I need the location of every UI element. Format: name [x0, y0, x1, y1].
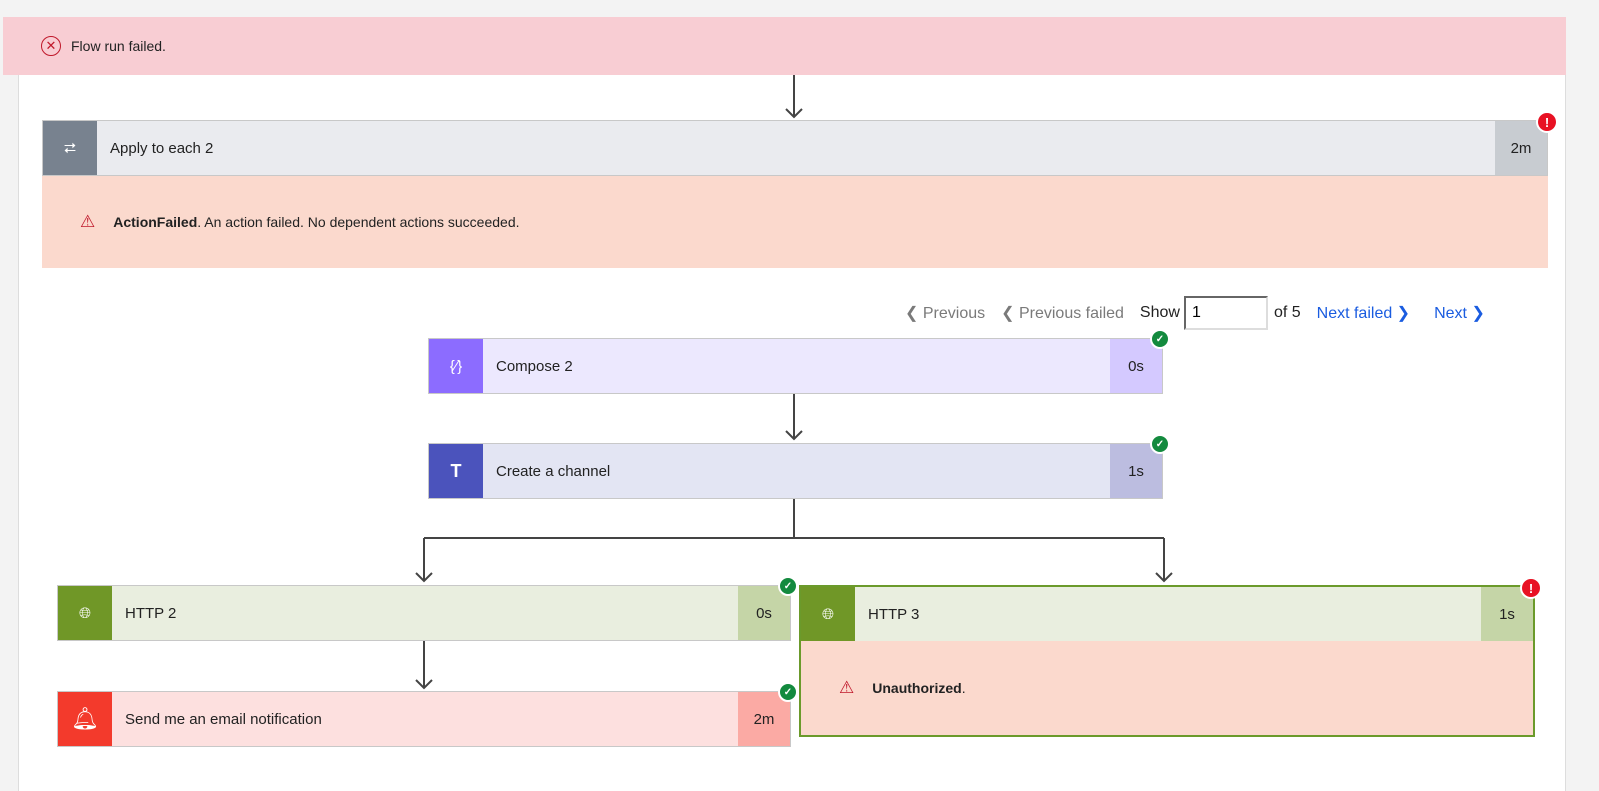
error-code: Unauthorized: [872, 680, 962, 696]
action-title: Send me an email notification: [125, 710, 322, 728]
previous-failed-button[interactable]: ❮ Previous failed: [1001, 305, 1124, 322]
action-title: Create a channel: [496, 462, 611, 480]
action-http-2[interactable]: 🌐︎ HTTP 2 0s: [57, 585, 791, 641]
success-check-icon: ✓: [778, 682, 798, 702]
globe-icon: 🌐︎: [58, 586, 112, 640]
iteration-count: of 5: [1273, 304, 1301, 321]
loop-error: ⚠ ActionFailed. An action failed. No dep…: [42, 176, 1548, 268]
show-label: Show: [1139, 304, 1180, 321]
loop-duration: 2m: [1495, 121, 1547, 175]
iteration-pager: ❮ Previous ❮ Previous failed Show of 5 N…: [905, 296, 1485, 330]
error-circle-icon: ✕: [41, 36, 61, 56]
action-duration: 2m: [738, 692, 790, 746]
action-title: HTTP 2: [125, 604, 177, 622]
success-check-icon: ✓: [778, 576, 798, 596]
action-send-email[interactable]: 🔔︎ Send me an email notification 2m: [57, 691, 791, 747]
compose-icon: {⁄}: [429, 339, 483, 393]
action-duration: 0s: [1110, 339, 1162, 393]
failed-status-icon: !: [1520, 577, 1542, 599]
success-check-icon: ✓: [1150, 434, 1170, 454]
failed-status-icon: !: [1536, 111, 1558, 133]
action-create-channel[interactable]: T Create a channel 1s: [428, 443, 1163, 499]
next-failed-button[interactable]: Next failed ❯: [1316, 305, 1411, 322]
arrow: [785, 393, 803, 441]
loop-title: Apply to each 2: [110, 139, 214, 157]
action-title: Compose 2: [496, 357, 573, 375]
arrow: [785, 75, 803, 119]
branch-connector: [415, 498, 1173, 583]
warning-icon: ⚠: [80, 212, 96, 231]
action-duration: 0s: [738, 586, 790, 640]
success-check-icon: ✓: [1150, 329, 1170, 349]
loop-card[interactable]: ⮂ Apply to each 2 2m: [42, 120, 1548, 176]
error-text: .: [961, 680, 966, 696]
next-button[interactable]: Next ❯: [1434, 305, 1485, 322]
action-error: ⚠ Unauthorized.: [801, 641, 1533, 735]
error-text: . An action failed. No dependent actions…: [197, 214, 520, 230]
previous-button[interactable]: ❮ Previous: [905, 305, 986, 322]
warning-icon: ⚠: [839, 678, 855, 697]
teams-icon: T: [429, 444, 483, 498]
banner-message: Flow run failed.: [71, 38, 166, 54]
action-http-3[interactable]: 🌐︎ HTTP 3 1s ⚠ Unauthorized.: [799, 585, 1535, 737]
iteration-input[interactable]: [1183, 296, 1268, 330]
action-compose-2[interactable]: {⁄} Compose 2 0s: [428, 338, 1163, 394]
loop-icon: ⮂: [43, 121, 97, 175]
arrow: [415, 640, 433, 690]
bell-icon: 🔔︎: [58, 692, 112, 746]
globe-icon: 🌐︎: [801, 587, 855, 641]
error-code: ActionFailed: [113, 214, 198, 230]
action-title: HTTP 3: [868, 605, 920, 623]
action-duration: 1s: [1110, 444, 1162, 498]
flow-status-banner: ✕ Flow run failed.: [3, 17, 1566, 75]
